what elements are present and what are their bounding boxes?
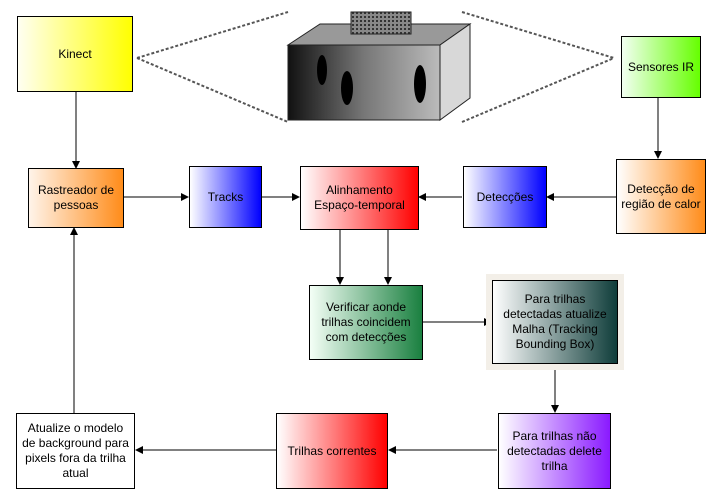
deteccao-calor-label: Detecção de região de calor — [621, 181, 701, 211]
trilhas-correntes-node: Trilhas correntes — [276, 413, 388, 489]
atualize-malha-label: Para trilhas detectadas atualize Malha (… — [503, 292, 607, 351]
alinhamento-label: Alinhamento Espaço-temporal — [314, 183, 405, 212]
sensores-ir-node: Sensores IR — [621, 36, 701, 98]
atualize-malha-node: Para trilhas detectadas atualize Malha (… — [492, 280, 618, 364]
tracks-node: Tracks — [189, 166, 262, 228]
sensores-ir-label: Sensores IR — [627, 59, 695, 74]
kinect-label: Kinect — [58, 46, 92, 61]
atualize-modelo-label: Atualize o modelo de background para pix… — [22, 421, 129, 480]
kinect-device-icon — [136, 11, 615, 123]
alinhamento-node: Alinhamento Espaço-temporal — [300, 166, 419, 230]
rastreador-label: Rastreador de pessoas — [37, 183, 115, 212]
deteccao-calor-node: Detecção de região de calor — [616, 159, 706, 234]
delete-trilha-node: Para trilhas não detectadas delete trilh… — [498, 413, 611, 489]
deteccoes-label: Detecções — [476, 189, 534, 204]
deteccoes-node: Detecções — [463, 166, 547, 228]
verificar-label: Verificar aonde trilhas coincidem com de… — [321, 300, 411, 344]
atualize-modelo-node: Atualize o modelo de background para pix… — [16, 413, 135, 489]
trilhas-correntes-label: Trilhas correntes — [287, 443, 377, 458]
delete-trilha-label: Para trilhas não detectadas delete trilh… — [507, 428, 602, 473]
rastreador-node: Rastreador de pessoas — [28, 168, 124, 228]
kinect-node: Kinect — [17, 16, 133, 92]
verificar-node: Verificar aonde trilhas coincidem com de… — [309, 285, 423, 360]
tracks-label: Tracks — [207, 189, 244, 204]
